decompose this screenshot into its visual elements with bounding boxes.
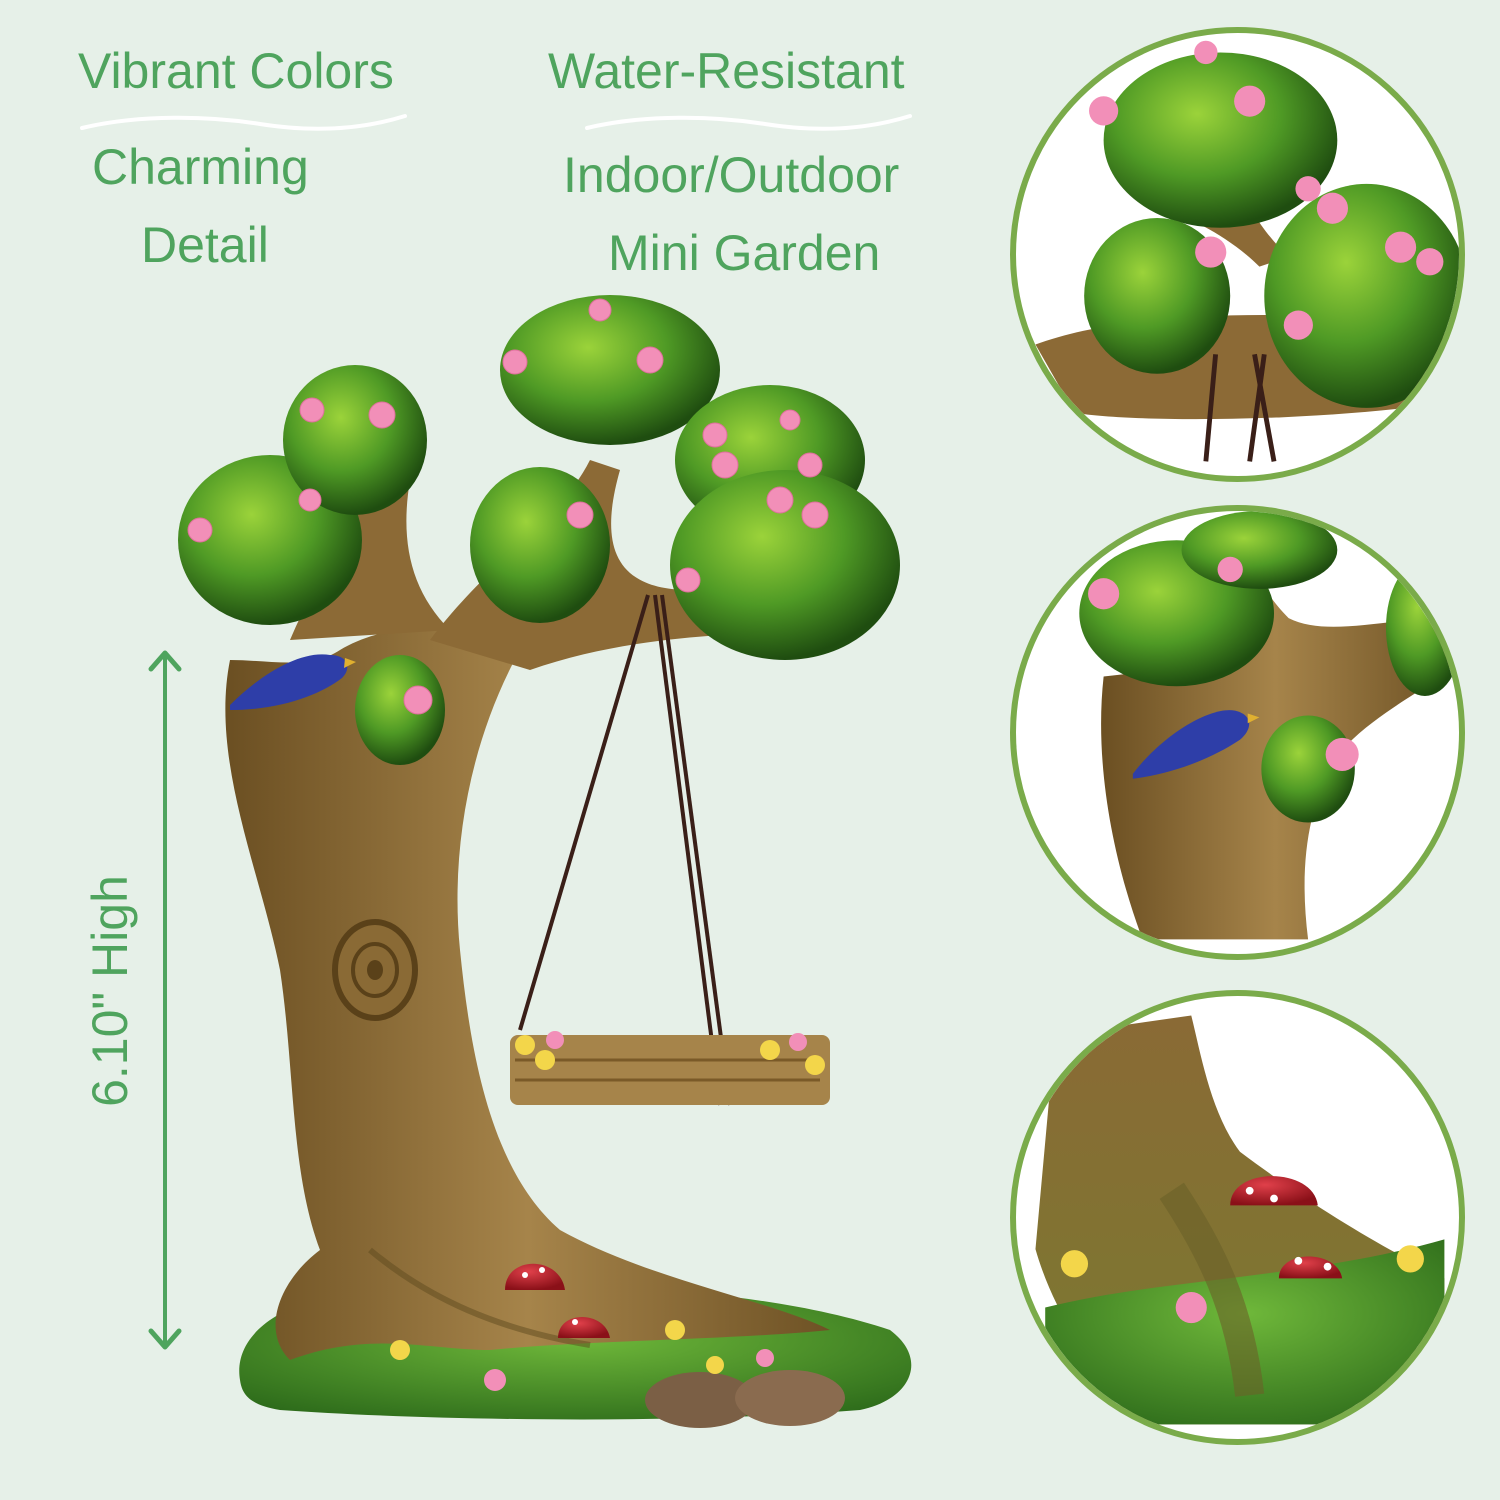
canopy-detail-image	[1035, 40, 1459, 462]
detail-circle-bird	[1010, 505, 1465, 960]
detail-circle-canopy	[1010, 27, 1465, 482]
mushroom-detail-image	[1035, 1015, 1445, 1425]
feature-vibrant-colors: Vibrant Colors	[78, 43, 394, 99]
feature-mini-garden: Mini Garden	[608, 225, 881, 281]
height-label: 6.10" High	[82, 875, 138, 1107]
divider-swoosh-right	[585, 114, 912, 131]
product-tree-swing-image	[178, 295, 912, 1428]
feature-charming-line2: Detail	[141, 217, 269, 273]
bird-detail-image	[1079, 511, 1459, 940]
feature-indoor-outdoor: Indoor/Outdoor	[563, 147, 900, 203]
detail-circle-mushrooms	[1010, 990, 1465, 1445]
feature-charming-line1: Charming	[92, 139, 309, 195]
height-arrow-icon	[148, 650, 182, 1350]
feature-water-resistant: Water-Resistant	[548, 43, 905, 99]
divider-swoosh-left	[80, 114, 407, 131]
